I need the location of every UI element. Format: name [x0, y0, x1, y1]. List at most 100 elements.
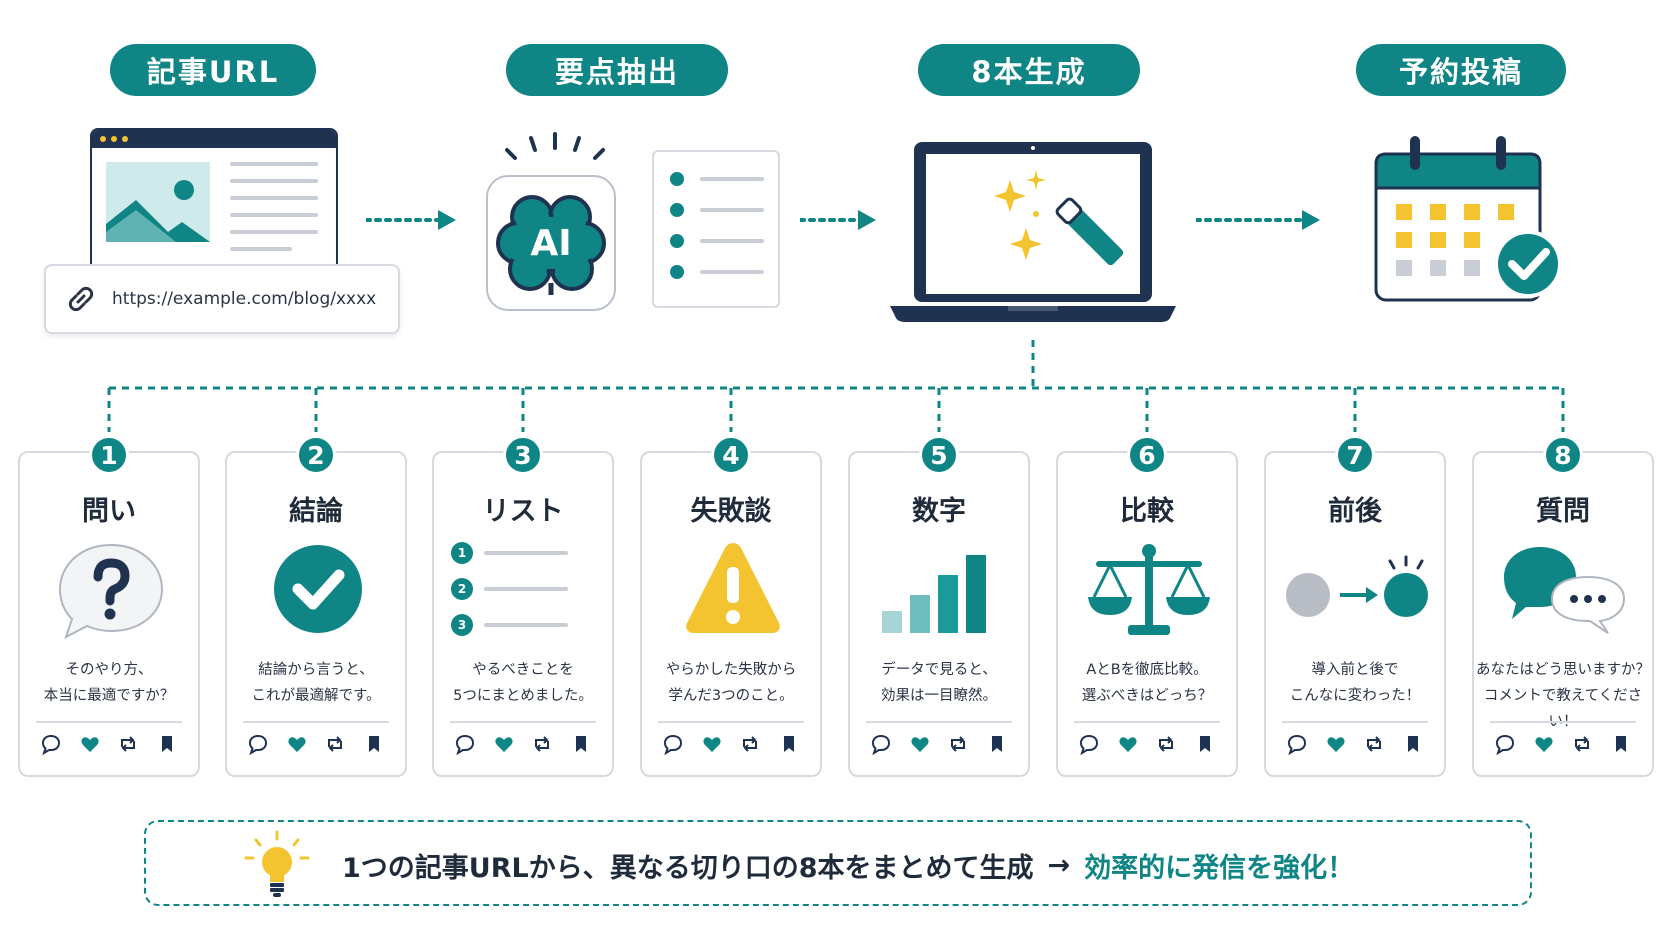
bookmark-icon[interactable] [986, 733, 1008, 759]
heart-icon[interactable] [1325, 733, 1347, 759]
heart-icon[interactable] [493, 733, 515, 759]
post-title: 失敗談 [690, 496, 772, 527]
repost-icon[interactable] [324, 733, 346, 759]
bullet-list-icon [652, 150, 780, 308]
divider [450, 721, 596, 723]
heart-icon[interactable] [79, 733, 101, 759]
list-number-2: 2 [458, 582, 466, 596]
list-number-1: 1 [458, 546, 466, 560]
calendar-check-icon [1374, 136, 1562, 302]
bookmark-icon[interactable] [1610, 733, 1632, 759]
heart-icon[interactable] [1117, 733, 1139, 759]
comment-icon[interactable] [1286, 733, 1308, 759]
post-text: データで見ると、 効果は一目瞭然。 [881, 662, 997, 704]
spark-rays-icon [505, 132, 605, 160]
divider [243, 721, 389, 723]
post-text: そのやり方、 本当に最適ですか？ [43, 662, 175, 704]
post-title: 前後 [1328, 496, 1382, 527]
step-pill-article-url: 記事URL [110, 44, 316, 96]
repost-icon[interactable] [1363, 733, 1385, 759]
lightbulb-icon [244, 830, 310, 897]
comment-icon[interactable] [870, 733, 892, 759]
post-text: やるべきことを 5つにまとめました。 [453, 662, 593, 704]
post-card-1: 1 問い そのやり方、 本当に最適ですか？ [18, 435, 200, 777]
image-placeholder-icon [106, 162, 210, 242]
note-main-text: 1つの記事URLから、異なる切り口の8本をまとめて生成 [342, 852, 1034, 884]
balance-scale-icon [1074, 537, 1224, 647]
post-card-2: 2 結論 結論から言うと、 これが最適解です。 [225, 435, 407, 777]
heart-icon[interactable] [701, 733, 723, 759]
note-arrow: → [1047, 849, 1071, 881]
divider [1282, 721, 1428, 723]
laptop-magic-wand-icon [890, 142, 1176, 322]
comment-icon[interactable] [247, 733, 269, 759]
post-number-badge: 2 [296, 435, 336, 475]
post-title: 比較 [1120, 496, 1174, 527]
divider [1490, 721, 1636, 723]
divider [866, 721, 1012, 723]
link-icon [68, 286, 94, 312]
bookmark-icon[interactable] [1402, 733, 1424, 759]
before-after-icon [1282, 537, 1432, 647]
post-number-badge: 4 [711, 435, 751, 475]
comment-icon[interactable] [1078, 733, 1100, 759]
repost-icon[interactable] [947, 733, 969, 759]
warning-icon [658, 537, 808, 647]
chat-bubbles-icon [1490, 537, 1640, 647]
post-card-8: 8 質問 あなたはどう思いますか？ コメントで教えてください！ [1472, 435, 1654, 777]
comment-icon[interactable] [1494, 733, 1516, 759]
post-number-badge: 5 [919, 435, 959, 475]
post-number-badge: 8 [1543, 435, 1583, 475]
post-title: 数字 [912, 496, 966, 527]
ai-label: AI [530, 223, 571, 264]
bookmark-icon[interactable] [570, 733, 592, 759]
list-number-3: 3 [458, 618, 466, 632]
comment-icon[interactable] [40, 733, 62, 759]
repost-icon[interactable] [1571, 733, 1593, 759]
comment-icon[interactable] [662, 733, 684, 759]
step-pill-generate: 8本生成 [918, 44, 1140, 96]
post-text: 結論から言うと、 これが最適解です。 [251, 662, 381, 704]
divider [1074, 721, 1220, 723]
post-actions [243, 733, 389, 759]
divider [658, 721, 804, 723]
bookmark-icon[interactable] [1194, 733, 1216, 759]
bookmark-icon[interactable] [156, 733, 178, 759]
post-title: リスト [482, 496, 564, 527]
post-title: 問い [82, 496, 136, 527]
flow-arrow-3 [1196, 210, 1320, 230]
post-card-3: 3 リスト 1 2 3 やるべきことを 5つにまとめました。 [432, 435, 614, 777]
post-actions [866, 733, 1012, 759]
note-accent-text: 効率的に発信を強化！ [1084, 852, 1355, 884]
heart-icon[interactable] [1533, 733, 1555, 759]
browser-window-icon [90, 128, 338, 278]
bookmark-icon[interactable] [363, 733, 385, 759]
bookmark-icon[interactable] [778, 733, 800, 759]
post-actions [658, 733, 804, 759]
step-pill-schedule: 予約投稿 [1356, 44, 1566, 96]
repost-icon[interactable] [1155, 733, 1177, 759]
repost-icon[interactable] [531, 733, 553, 759]
comment-icon[interactable] [454, 733, 476, 759]
divider [36, 721, 182, 723]
bar-chart-icon [866, 537, 1016, 647]
url-text: https://example.com/blog/xxxx [112, 289, 377, 309]
flow-arrow-1 [366, 210, 456, 230]
check-circle-icon [243, 537, 393, 647]
post-actions [1282, 733, 1428, 759]
post-number-badge: 3 [503, 435, 543, 475]
flow-arrow-2 [800, 210, 876, 230]
repost-icon[interactable] [117, 733, 139, 759]
heart-icon[interactable] [909, 733, 931, 759]
url-input: https://example.com/blog/xxxx [44, 264, 400, 334]
repost-icon[interactable] [739, 733, 761, 759]
post-number-badge: 1 [89, 435, 129, 475]
post-text: やらかした失敗から 学んだ3つのこと。 [665, 662, 797, 704]
post-actions [1490, 733, 1636, 759]
post-actions [36, 733, 182, 759]
post-card-5: 5 数字 データで見ると、 効果は一目瞭然。 [848, 435, 1030, 777]
summary-note: 1つの記事URLから、異なる切り口の8本をまとめて生成 → 効率的に発信を強化！ [144, 820, 1532, 906]
heart-icon[interactable] [286, 733, 308, 759]
post-card-7: 7 前後 導入前と後で こんなに変わった！ [1264, 435, 1446, 777]
step-pill-extract: 要点抽出 [506, 44, 728, 96]
